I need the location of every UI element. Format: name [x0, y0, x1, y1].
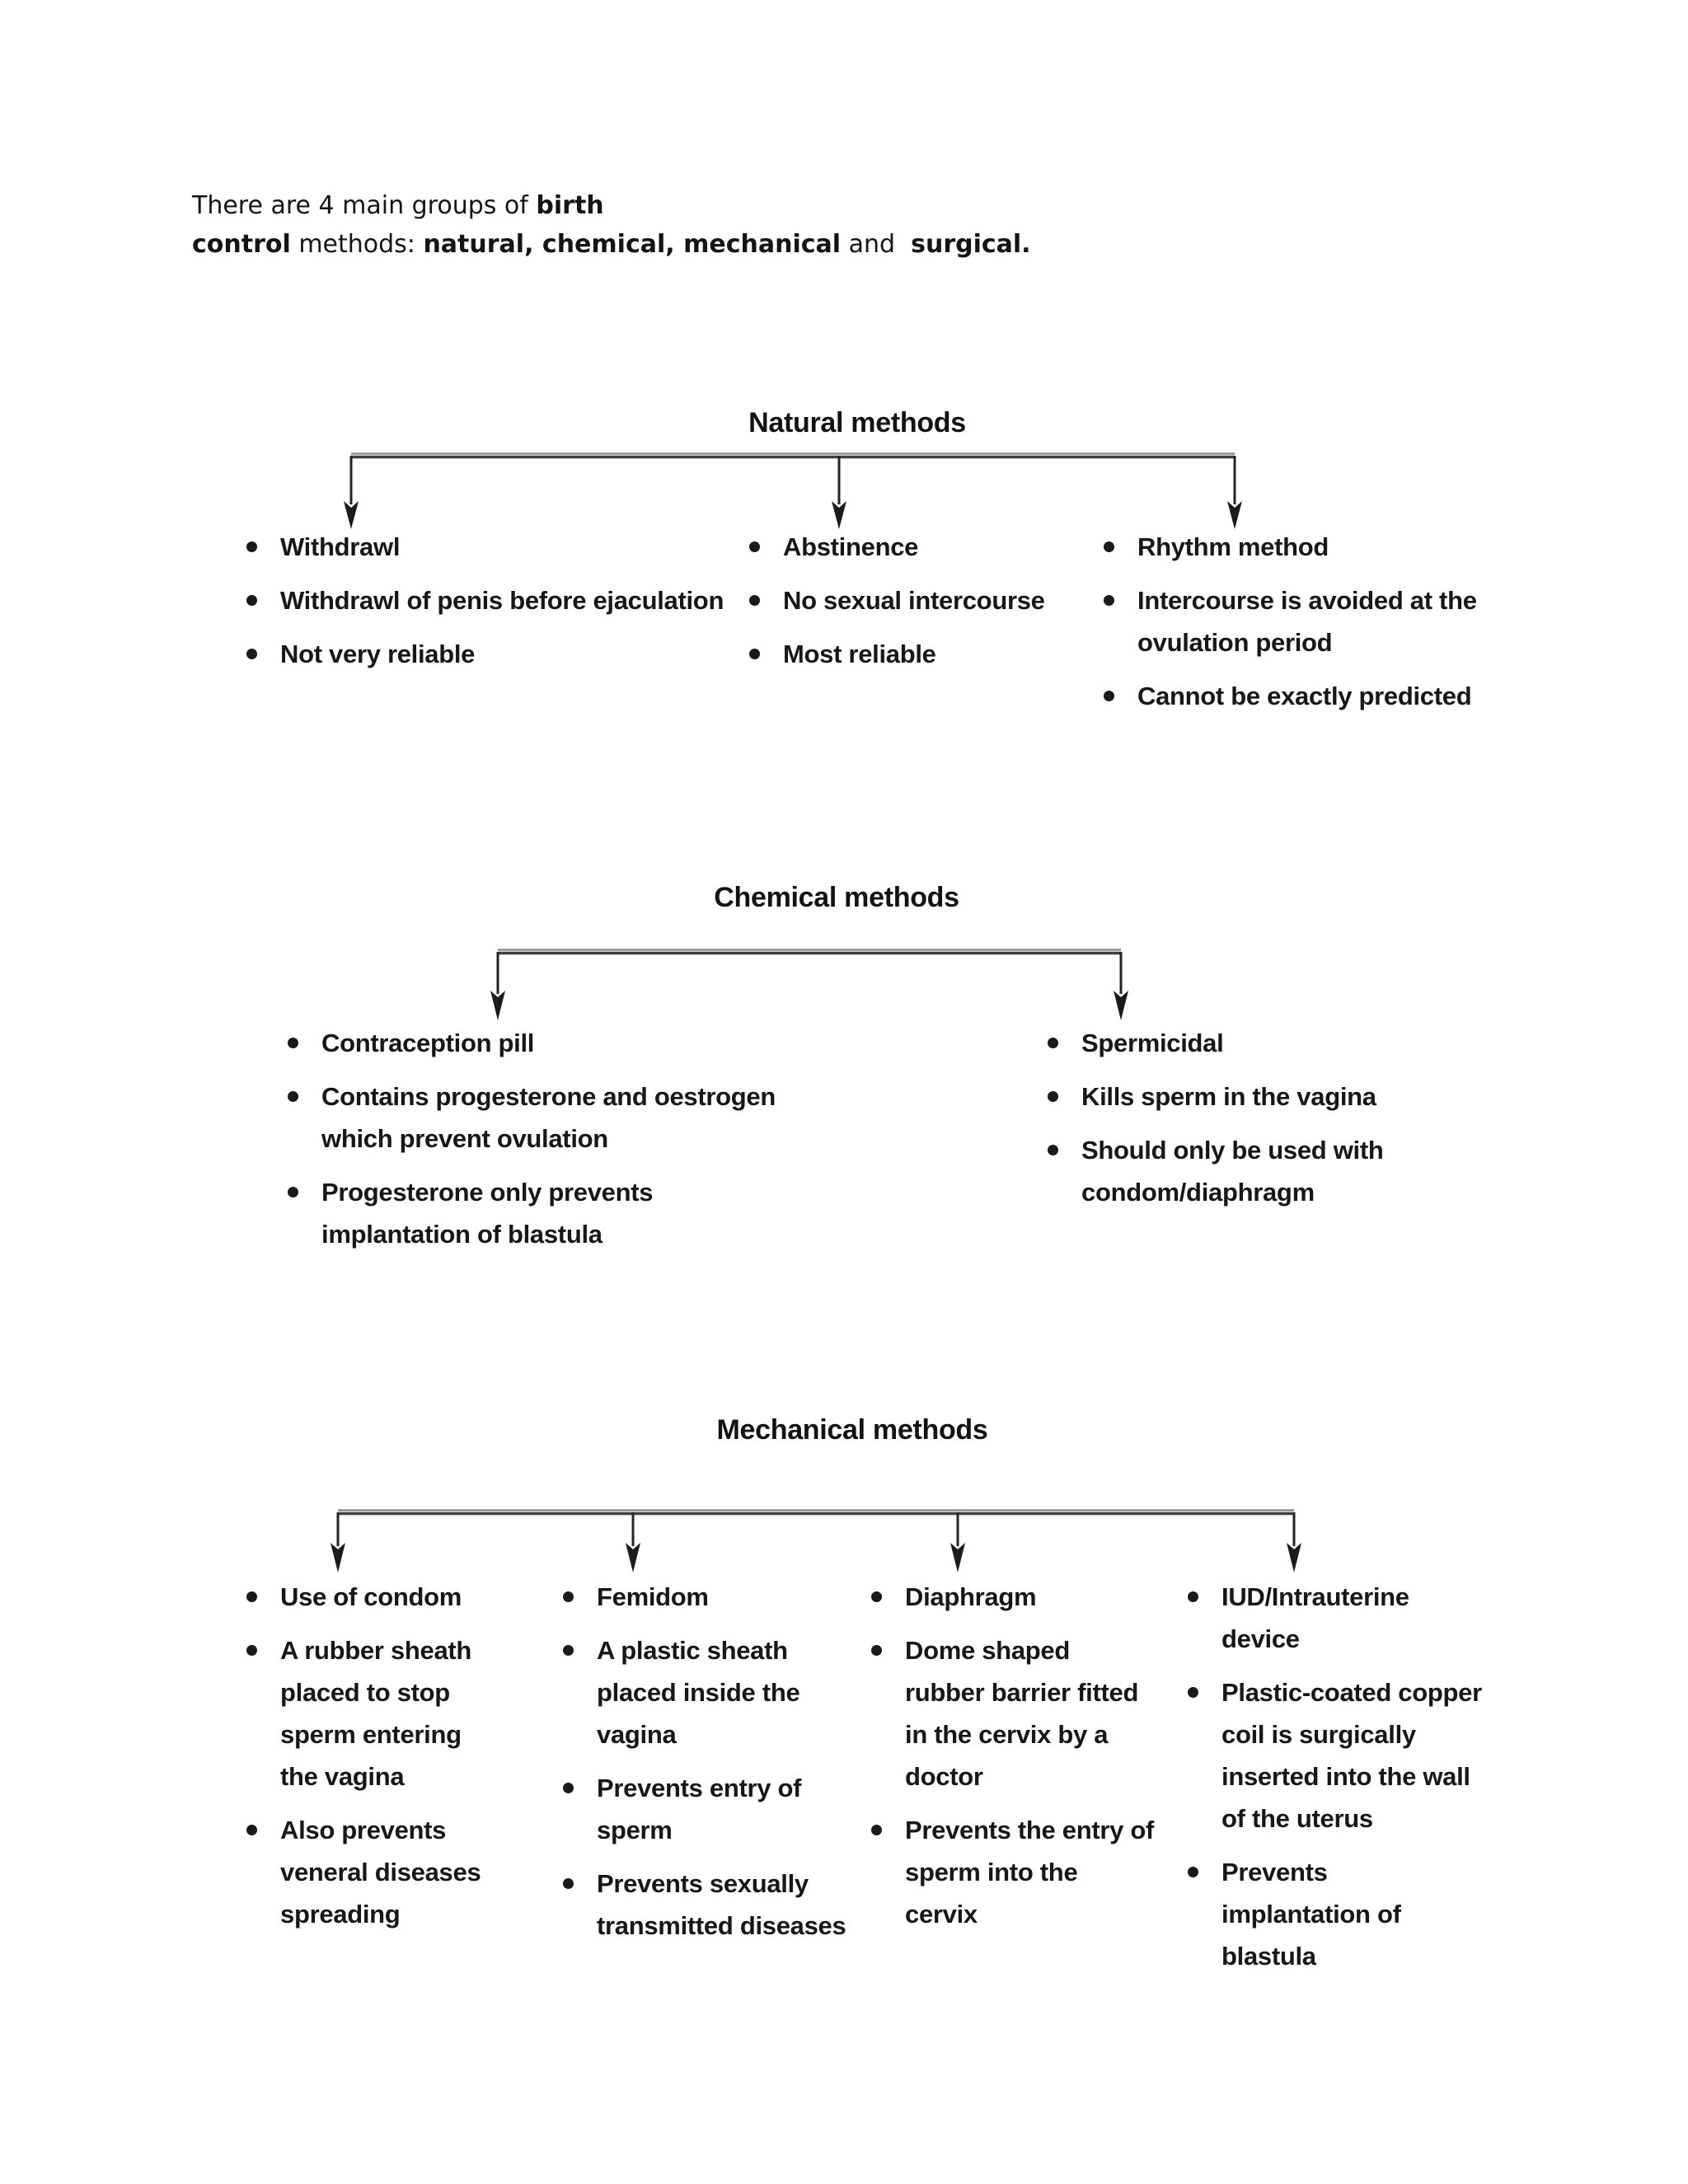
list-item: Diaphragm	[867, 1576, 1189, 1618]
list-item: Progesterone only prevents implantation …	[284, 1171, 811, 1255]
arrow-down-icon	[626, 1543, 640, 1572]
list-item: Use of condom	[242, 1576, 539, 1618]
list-item: Cannot be exactly predicted	[1100, 675, 1561, 717]
list-item: Contraception pill	[284, 1022, 811, 1064]
list-item: A plastic sheath placed inside the vagin…	[559, 1629, 872, 1755]
list-item: Should only be used with condom/diaphrag…	[1043, 1129, 1456, 1213]
arrow-down-icon	[950, 1543, 965, 1572]
natural-col-abstinence-list: Abstinence No sexual intercourse Most re…	[745, 526, 1124, 687]
natural-methods-title: Natural methods	[748, 407, 966, 438]
list-item: Not very reliable	[242, 633, 786, 675]
list-item: Contains progesterone and oestrogen whic…	[284, 1076, 811, 1160]
arrow-down-icon	[1227, 501, 1242, 529]
arrow-down-icon	[331, 1543, 345, 1572]
list-item: IUD/Intrauterine device	[1184, 1576, 1530, 1660]
mechanical-col-diaphragm-list: Diaphragm Dome shaped rubber barrier fit…	[867, 1576, 1189, 1947]
list-item: Prevents the entry of sperm into the cer…	[867, 1809, 1189, 1935]
list-item: Withdrawl of penis before ejaculation	[242, 579, 786, 621]
intro-bold-control: control	[192, 230, 291, 259]
list-item: Prevents implantation of blastula	[1184, 1851, 1530, 1977]
mechanical-methods-title: Mechanical methods	[716, 1414, 988, 1446]
arrow-down-icon	[832, 501, 846, 529]
list-item: Femidom	[559, 1576, 872, 1618]
intro-bold-birth: birth	[536, 191, 604, 220]
intro-bold-groups: natural, chemical, mechanical	[423, 230, 842, 259]
intro-text: and	[841, 230, 912, 259]
arrow-down-icon	[344, 501, 359, 529]
mechanical-col-femidom-list: Femidom A plastic sheath placed inside t…	[559, 1576, 872, 1958]
arrow-down-icon	[1114, 991, 1128, 1020]
list-item: Dome shaped rubber barrier fitted in the…	[867, 1629, 1189, 1797]
list-item: Plastic-coated copper coil is surgically…	[1184, 1671, 1530, 1840]
mechanical-col-iud-list: IUD/Intrauterine device Plastic-coated c…	[1184, 1576, 1530, 1989]
list-item: Intercourse is avoided at the ovulation …	[1100, 579, 1561, 663]
natural-tree-connector	[344, 452, 1242, 529]
mechanical-col-condom-list: Use of condom A rubber sheath placed to …	[242, 1576, 539, 1947]
chemical-col-pill-list: Contraception pill Contains progesterone…	[284, 1022, 811, 1267]
list-item: A rubber sheath placed to stop sperm ent…	[242, 1629, 539, 1797]
list-item: Also prevents veneral diseases spreading	[242, 1809, 539, 1935]
mechanical-tree-connector	[331, 1509, 1301, 1572]
intro-text: methods:	[290, 230, 424, 259]
natural-col-rhythm-list: Rhythm method Intercourse is avoided at …	[1100, 526, 1561, 729]
list-item: Spermicidal	[1043, 1022, 1456, 1064]
list-item: Prevents sexually transmitted diseases	[559, 1863, 872, 1947]
arrow-down-icon	[1287, 1543, 1301, 1572]
chemical-methods-title: Chemical methods	[714, 882, 959, 913]
natural-col-withdrawal-list: Withdrawl Withdrawl of penis before ejac…	[242, 526, 786, 687]
chemical-col-spermicidal-list: Spermicidal Kills sperm in the vagina Sh…	[1043, 1022, 1456, 1225]
arrow-down-icon	[490, 991, 505, 1020]
list-item: Kills sperm in the vagina	[1043, 1076, 1456, 1118]
list-item: Most reliable	[745, 633, 1124, 675]
list-item: Rhythm method	[1100, 526, 1561, 568]
list-item: Withdrawl	[242, 526, 786, 568]
intro-text: There are 4 main groups of	[192, 191, 537, 220]
chemical-tree-connector	[490, 949, 1128, 1020]
list-item: No sexual intercourse	[745, 579, 1124, 621]
list-item: Abstinence	[745, 526, 1124, 568]
intro-bold-surgical: surgical.	[911, 230, 1031, 259]
list-item: Prevents entry of sperm	[559, 1767, 872, 1851]
